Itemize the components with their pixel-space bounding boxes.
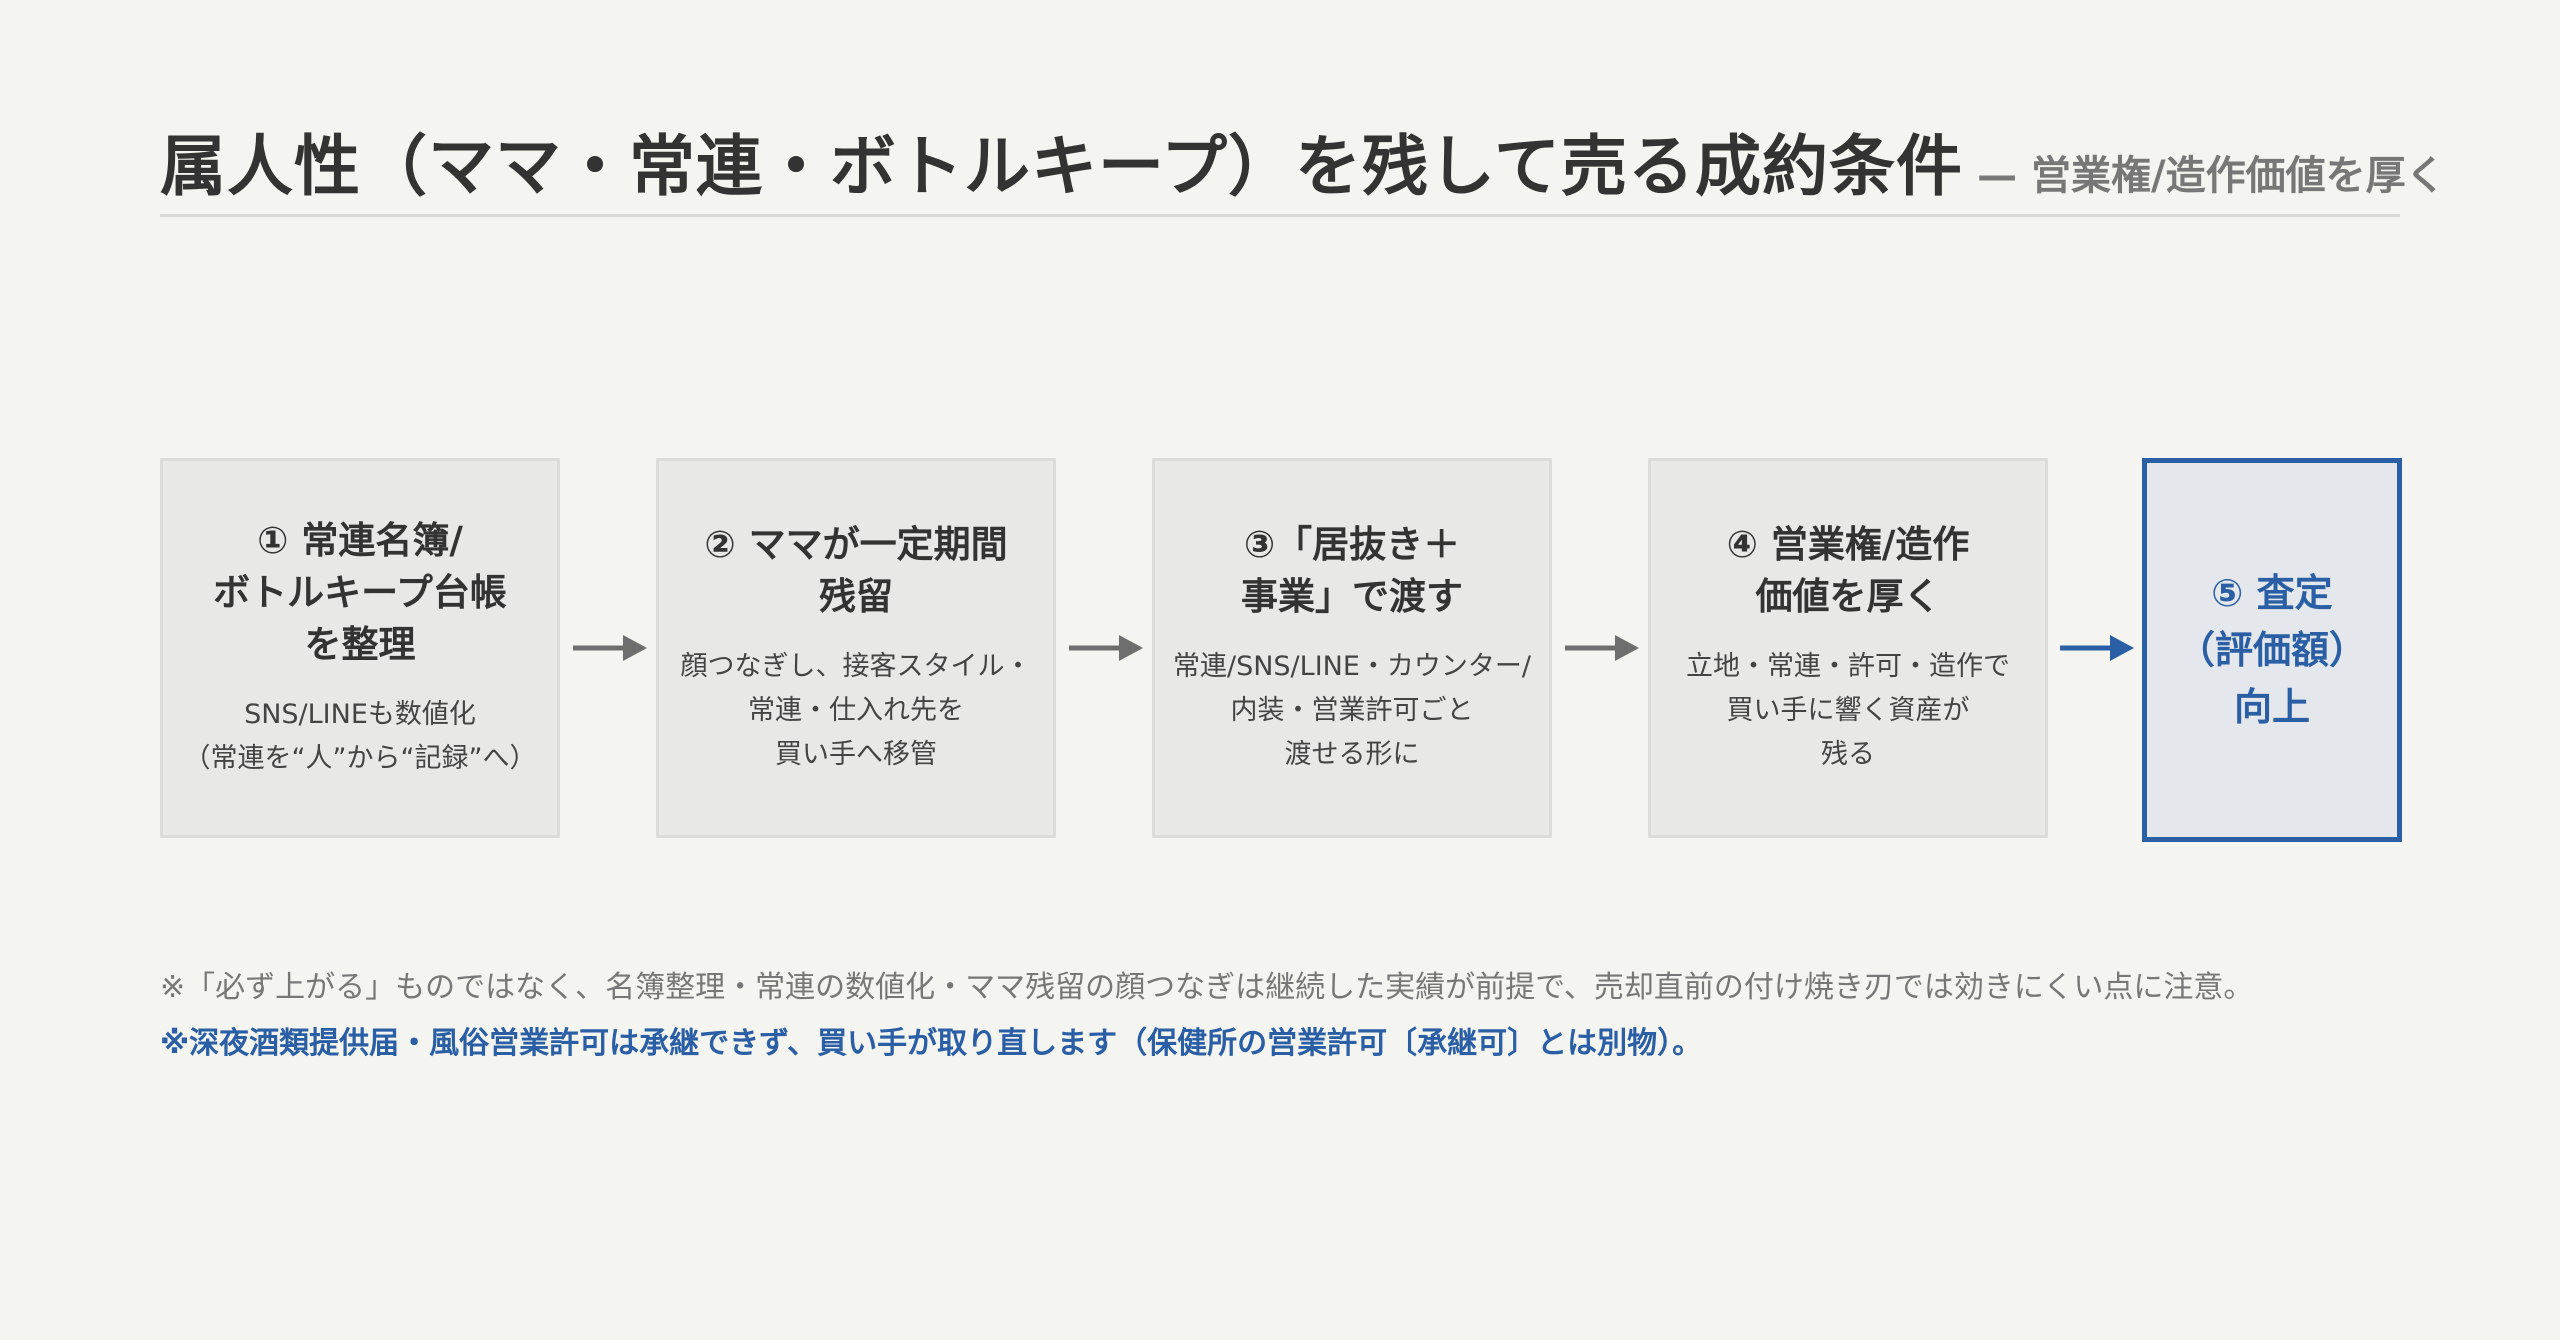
arrow-right-icon — [1069, 635, 1143, 661]
arrow-right-accent-icon — [2060, 635, 2134, 661]
step-4-description: 立地・常連・許可・造作で 買い手に響く資産が 残る — [1686, 651, 2010, 770]
result-box: ⑤ 査定 （評価額） 向上 — [2142, 458, 2402, 842]
page-title: 属人性（ママ・常連・ボトルキープ）を残して売る成約条件 — [160, 128, 1964, 205]
step-3-box: ③「居抜き＋ 事業」で渡す 常連/SNS/LINE・カウンター/ 内装・営業許可… — [1152, 458, 1552, 838]
step-2-description: 顔つなぎし、接客スタイル・ 常連・仕入れ先を 買い手へ移管 — [680, 651, 1032, 770]
step-1-box: ① 常連名簿/ ボトルキープ台帳 を整理 SNS/LINEも数値化 （常連を“人… — [160, 458, 560, 838]
license-note: ※深夜酒類提供届・風俗営業許可は承継できず、買い手が取り直します（保健所の営業許… — [160, 1026, 1703, 1061]
arrow-right-icon — [1565, 635, 1639, 661]
result-title: ⑤ 査定 （評価額） 向上 — [2176, 570, 2367, 729]
step-2-title: ② ママが一定期間 残留 — [704, 523, 1008, 618]
arrow-right-icon — [573, 635, 647, 661]
step-1-description: SNS/LINEも数値化 （常連を“人”から“記録”へ） — [183, 699, 537, 774]
caution-note: ※「必ず上がる」ものではなく、名簿整理・常連の数値化・ママ残留の顔つなぎは継続し… — [160, 970, 2254, 1005]
step-3-title: ③「居抜き＋ 事業」で渡す — [1241, 523, 1463, 618]
step-4-box: ④ 営業権/造作 価値を厚く 立地・常連・許可・造作で 買い手に響く資産が 残る — [1648, 458, 2048, 838]
step-3-description: 常連/SNS/LINE・カウンター/ 内装・営業許可ごと 渡せる形に — [1172, 651, 1532, 770]
step-1-title: ① 常連名簿/ ボトルキープ台帳 を整理 — [213, 519, 507, 666]
title-divider — [160, 214, 2400, 217]
header: 属人性（ママ・常連・ボトルキープ）を残して売る成約条件 — 営業権/造作価値を厚… — [160, 100, 2446, 205]
process-flow: ① 常連名簿/ ボトルキープ台帳 を整理 SNS/LINEも数値化 （常連を“人… — [160, 458, 2402, 842]
step-2-box: ② ママが一定期間 残留 顔つなぎし、接客スタイル・ 常連・仕入れ先を 買い手へ… — [656, 458, 1056, 838]
page-subtitle: — 営業権/造作価値を厚く — [1977, 153, 2446, 199]
step-4-title: ④ 営業権/造作 価値を厚く — [1726, 523, 1970, 618]
